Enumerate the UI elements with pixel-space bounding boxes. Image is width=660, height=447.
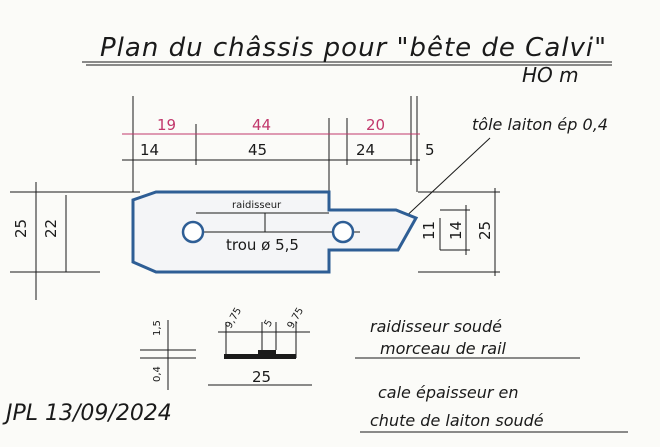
dim-25-right: 25 bbox=[476, 221, 494, 240]
detail-dim-5: 5 bbox=[263, 318, 276, 329]
dim-red-20: 20 bbox=[366, 116, 385, 134]
detail-rail-section bbox=[258, 350, 276, 355]
detail-dim-04: 0,4 bbox=[152, 366, 163, 382]
detail-dim-975-right: 9,75 bbox=[286, 306, 307, 331]
detail-plate-section bbox=[224, 354, 296, 359]
detail-dim-15: 1,5 bbox=[152, 320, 163, 336]
drawing-title: Plan du châssis pour "bête de Calvi" bbox=[100, 33, 607, 63]
tole-leader bbox=[399, 137, 491, 223]
dim-11-right: 11 bbox=[420, 221, 438, 240]
label-raidisseur: raidisseur bbox=[232, 200, 282, 211]
dim-25-left: 25 bbox=[12, 219, 30, 238]
dim-red-44: 44 bbox=[252, 116, 271, 134]
dim-22-left: 22 bbox=[42, 219, 60, 238]
dim-45: 45 bbox=[248, 141, 267, 159]
note-raidisseur-2: morceau de rail bbox=[380, 339, 507, 358]
dim-14: 14 bbox=[140, 141, 159, 159]
dim-red-19: 19 bbox=[157, 116, 176, 134]
label-trou: trou ø 5,5 bbox=[226, 236, 299, 254]
dim-5: 5 bbox=[425, 141, 435, 159]
detail-dim-975-left: 9,75 bbox=[224, 306, 245, 331]
note-cale-2: chute de laiton soudé bbox=[370, 411, 544, 430]
signature: JPL 13/09/2024 bbox=[2, 401, 172, 426]
detail-dim-25: 25 bbox=[252, 368, 271, 386]
dim-24: 24 bbox=[356, 141, 375, 159]
note-cale-1: cale épaisseur en bbox=[378, 383, 519, 402]
dim-14-right: 14 bbox=[447, 221, 465, 240]
hole-right bbox=[331, 220, 355, 244]
hole-left bbox=[181, 220, 205, 244]
note-raidisseur-1: raidisseur soudé bbox=[370, 317, 502, 336]
label-tole-laiton: tôle laiton ép 0,4 bbox=[472, 115, 608, 134]
scale-label: HO m bbox=[522, 63, 579, 87]
